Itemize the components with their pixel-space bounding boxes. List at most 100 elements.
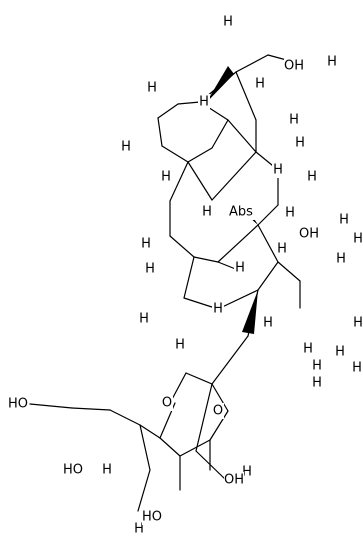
atom-a36: H	[101, 462, 113, 478]
bond-43	[109, 409, 141, 426]
atom-label-background	[142, 509, 162, 525]
bond-35	[211, 383, 229, 412]
bond-10	[235, 71, 257, 121]
atom-label-background	[234, 260, 246, 276]
atom-a13: H	[335, 251, 347, 267]
atom-label-background	[294, 135, 306, 151]
atom-label: H	[277, 242, 287, 257]
atom-label: H	[121, 140, 131, 155]
bond-4	[157, 117, 163, 147]
atom-label-background	[140, 236, 152, 252]
atom-label: H	[295, 136, 305, 151]
atom-label-background	[8, 396, 28, 412]
atom-a31: H	[351, 360, 363, 376]
atom-a40: OH	[224, 472, 244, 488]
atom-label: HO	[8, 397, 28, 412]
atom-label: H	[312, 359, 322, 374]
atom-label: OH	[299, 227, 319, 242]
atom-label: H	[263, 316, 273, 331]
bond-37	[179, 439, 211, 457]
atom-label-background	[311, 375, 323, 391]
atom-label: H	[273, 163, 283, 178]
atom-label: H	[141, 237, 151, 252]
atom-label: H	[223, 15, 233, 30]
atom-label-background	[201, 204, 213, 220]
atom-label: H	[339, 213, 349, 228]
atom-label-background	[254, 76, 266, 92]
atom-label: OH	[224, 473, 244, 488]
atom-label: H	[235, 261, 245, 276]
bond-15	[257, 204, 279, 226]
atom-label-background	[160, 169, 172, 185]
atom-label-background	[212, 301, 224, 317]
atom-label-background	[302, 341, 314, 357]
atom-label-background	[326, 54, 338, 70]
bond-3	[161, 145, 189, 163]
atom-label-background	[334, 344, 346, 360]
atom-a11: H	[338, 212, 350, 228]
atom-label-background	[222, 14, 234, 30]
atom-a6: H	[146, 80, 158, 96]
atom-label: H	[289, 113, 299, 128]
bond-42	[139, 424, 161, 439]
stereo-wedge-2	[242, 290, 258, 334]
atom-label: H	[335, 345, 345, 360]
atom-label: H	[327, 55, 337, 70]
bond-24	[257, 224, 279, 263]
atom-label-background	[224, 472, 244, 488]
atom-label-background	[284, 205, 296, 221]
atom-a23: H	[334, 344, 346, 360]
stereo-wedge-0	[206, 66, 234, 103]
atom-a3: H	[326, 54, 338, 70]
atom-a24: H	[352, 315, 363, 331]
atom-label: H	[353, 316, 363, 331]
atom-a1: H	[254, 76, 266, 92]
atom-a8: H	[160, 169, 172, 185]
atom-label-background	[174, 337, 186, 353]
bond-30	[257, 261, 279, 291]
atom-a15: H	[272, 162, 284, 178]
atom-label-background	[144, 261, 156, 277]
atom-a34: O	[161, 395, 173, 411]
bond-32	[211, 335, 249, 385]
atom-label: H	[202, 205, 212, 220]
bond-47	[137, 469, 151, 512]
atom-label-background	[212, 403, 224, 419]
atom-label: H	[285, 206, 295, 221]
atom-label: O	[162, 396, 172, 411]
atom-a18: H	[144, 261, 156, 277]
atom-a17: H	[201, 204, 213, 220]
atom-a0: OH	[284, 58, 304, 74]
bond-49	[195, 450, 227, 481]
bond-16	[187, 161, 213, 201]
atom-label-background	[311, 358, 323, 374]
bond-20	[169, 235, 195, 258]
atom-a25: H	[234, 260, 246, 276]
atom-a35: O	[212, 403, 224, 419]
atom-a39: HO	[63, 462, 83, 478]
atom-label: H	[139, 312, 149, 327]
bond-17	[211, 151, 257, 201]
atom-a20: H	[138, 311, 150, 327]
atom-label-background	[284, 58, 304, 74]
atom-a4: H	[288, 112, 300, 128]
atom-label: H	[303, 342, 313, 357]
atom-label: H	[147, 81, 157, 96]
atom-a12: H	[352, 231, 363, 247]
atom-label: H	[255, 77, 265, 92]
bond-48	[195, 383, 213, 452]
bond-layer	[29, 54, 301, 512]
atom-a22: H	[276, 241, 288, 257]
atom-label-background	[227, 204, 255, 220]
atom-a9: H	[306, 169, 318, 185]
atom-label: H	[161, 170, 171, 185]
bond-33	[185, 372, 213, 385]
bond-27	[183, 256, 195, 299]
atom-label: HO	[63, 463, 83, 478]
atom-a33: HO	[8, 396, 28, 412]
atom-label: HO	[142, 510, 162, 525]
atom-label-background	[262, 315, 274, 331]
bond-2	[187, 147, 213, 163]
bond-44	[71, 407, 111, 411]
atom-label-background	[306, 169, 318, 185]
